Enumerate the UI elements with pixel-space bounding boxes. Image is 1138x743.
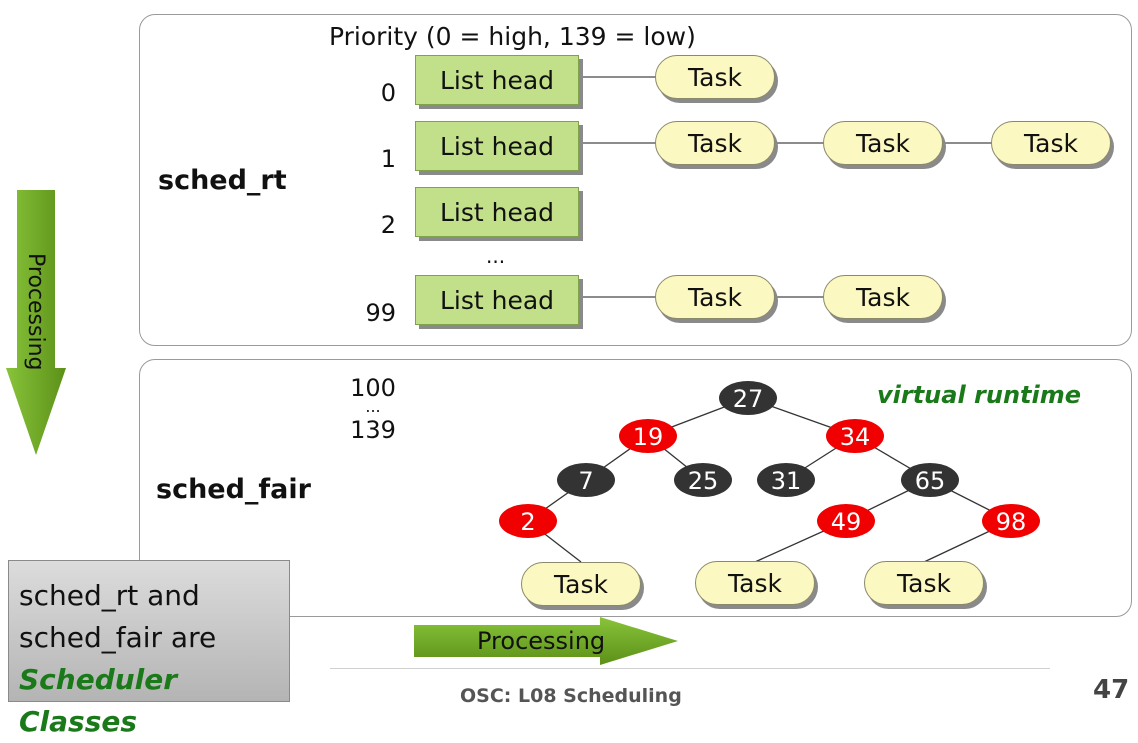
page-number: 47 xyxy=(1093,675,1130,705)
tree-node-27: 27 xyxy=(719,381,777,415)
fair-range-top: 100 xyxy=(350,374,396,402)
svg-text:2: 2 xyxy=(520,508,535,536)
priority-level: 99 xyxy=(365,299,396,327)
list-head: List head xyxy=(415,275,579,325)
priority-level: 0 xyxy=(380,79,396,107)
task-node: Task xyxy=(991,121,1111,165)
svg-text:25: 25 xyxy=(688,467,719,495)
ellipsis: ... xyxy=(486,244,506,268)
scheduler-classes-note: sched_rt and sched_fair are Scheduler Cl… xyxy=(8,560,290,738)
footer-divider xyxy=(330,668,1050,669)
svg-text:65: 65 xyxy=(915,467,946,495)
rb-tree: 27 19 34 7 25 31 65 2 xyxy=(499,381,1040,563)
svg-text:19: 19 xyxy=(633,423,664,451)
vertical-processing-arrow xyxy=(6,190,66,455)
task-node: Task xyxy=(521,562,641,606)
svg-text:98: 98 xyxy=(996,508,1027,536)
footer-title: OSC: L08 Scheduling xyxy=(460,685,682,707)
note-line-1: sched_rt and xyxy=(19,579,200,612)
tree-node-25: 25 xyxy=(674,463,732,497)
fair-range-dots: ... xyxy=(365,397,381,416)
rt-connectors xyxy=(580,76,992,298)
task-node: Task xyxy=(655,121,775,165)
list-head: List head xyxy=(415,55,579,105)
note-line-2: sched_fair are xyxy=(19,621,217,654)
fair-range-bottom: 139 xyxy=(350,416,396,444)
virtual-runtime-label: virtual runtime xyxy=(877,381,1082,409)
svg-text:49: 49 xyxy=(831,508,862,536)
tree-node-31: 31 xyxy=(757,463,815,497)
svg-text:31: 31 xyxy=(771,467,802,495)
priority-title: Priority (0 = high, 139 = low) xyxy=(329,22,696,51)
task-node: Task xyxy=(823,275,943,319)
task-node: Task xyxy=(864,561,984,605)
tree-node-2: 2 xyxy=(499,504,557,538)
list-head: List head xyxy=(415,187,579,237)
task-node: Task xyxy=(823,121,943,165)
tree-node-65: 65 xyxy=(901,463,959,497)
svg-text:7: 7 xyxy=(578,467,593,495)
tree-node-7: 7 xyxy=(557,463,615,497)
sched-fair-label: sched_fair xyxy=(156,474,311,505)
sched-rt-panel xyxy=(139,14,1132,346)
tree-node-19: 19 xyxy=(619,419,677,453)
sched-rt-label: sched_rt xyxy=(158,165,287,196)
note-line-3: Scheduler Classes xyxy=(19,663,178,738)
priority-level: 2 xyxy=(380,211,396,239)
tree-node-34: 34 xyxy=(826,419,884,453)
svg-text:27: 27 xyxy=(733,385,764,413)
list-head: List head xyxy=(415,121,579,171)
tree-node-49: 49 xyxy=(817,504,875,538)
task-node: Task xyxy=(655,55,775,99)
svg-text:34: 34 xyxy=(840,423,871,451)
horizontal-processing-arrow xyxy=(414,617,678,665)
task-node: Task xyxy=(655,275,775,319)
tree-node-98: 98 xyxy=(982,504,1040,538)
priority-level: 1 xyxy=(380,145,396,173)
horizontal-processing-label: Processing xyxy=(477,627,606,655)
task-node: Task xyxy=(695,561,815,605)
